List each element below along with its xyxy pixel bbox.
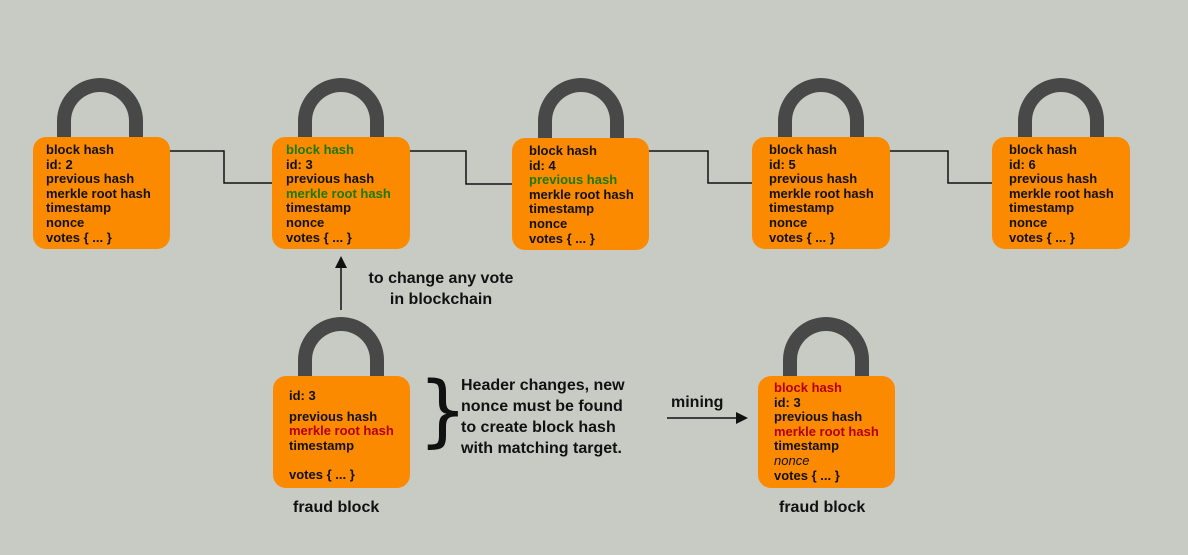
votes-label: votes { ... } xyxy=(1009,229,1075,245)
nonce-label: nonce xyxy=(46,214,85,230)
merkle-root-hash-label: merkle root hash xyxy=(286,185,391,201)
merkle-root-hash-label: merkle root hash xyxy=(774,423,879,439)
votes-label: votes { ... } xyxy=(529,230,595,246)
block-id: id: 3 xyxy=(774,394,801,410)
header-note-line-1: Header changes, new xyxy=(461,377,625,394)
lock-body: block hash id: 3 previous hash merkle ro… xyxy=(758,376,895,488)
timestamp-label: timestamp xyxy=(769,200,835,216)
timestamp-label: timestamp xyxy=(46,200,112,216)
block-id: id: 3 xyxy=(289,388,316,403)
block-id: id: 2 xyxy=(46,156,73,172)
nonce-label: nonce xyxy=(774,452,810,468)
previous-hash-label: previous hash xyxy=(286,171,375,187)
nonce-label: nonce xyxy=(1009,214,1048,230)
block-hash-label: block hash xyxy=(769,142,837,157)
timestamp-label: timestamp xyxy=(286,200,352,216)
previous-hash-label: previous hash xyxy=(1009,171,1098,187)
timestamp-label: timestamp xyxy=(529,201,595,217)
votes-label: votes { ... } xyxy=(286,229,352,245)
votes-label: votes { ... } xyxy=(774,467,840,483)
change-vote-line-1: to change any vote xyxy=(368,270,514,287)
block-id: id: 3 xyxy=(286,156,313,172)
previous-hash-label: previous hash xyxy=(774,409,863,425)
lock-body: id: 3 previous hash merkle root hash tim… xyxy=(273,376,410,488)
previous-hash-label: previous hash xyxy=(529,172,618,188)
change-vote-note: to change any vote in blockchain xyxy=(356,268,526,310)
block-id: id: 4 xyxy=(529,157,556,173)
merkle-root-hash-label: merkle root hash xyxy=(289,423,394,439)
block-hash-label: block hash xyxy=(46,142,114,157)
votes-label: votes { ... } xyxy=(46,229,112,245)
merkle-root-hash-label: merkle root hash xyxy=(529,186,634,202)
link-arrow-5-to-4 xyxy=(604,145,752,184)
lock-body: block hash id: 5 previous hash merkle ro… xyxy=(752,137,890,249)
lock-body: block hash id: 6 previous hash merkle ro… xyxy=(992,137,1130,249)
empty-nonce-slot xyxy=(289,453,410,468)
block-hash-label: block hash xyxy=(774,380,842,395)
header-note-line-2: nonce must be found xyxy=(461,398,623,415)
mining-label: mining xyxy=(671,394,724,411)
fraud-block-caption: fraud block xyxy=(293,499,380,516)
nonce-label: nonce xyxy=(769,214,808,230)
block-id: id: 5 xyxy=(769,156,796,172)
lock-body: block hash id: 3 previous hash merkle ro… xyxy=(272,137,410,249)
link-arrow-3-to-2 xyxy=(124,145,272,184)
link-arrow-6-to-5 xyxy=(846,145,992,184)
header-note-line-3: to create block hash xyxy=(461,419,616,436)
merkle-root-hash-label: merkle root hash xyxy=(769,185,874,201)
block-id: id: 6 xyxy=(1009,156,1036,172)
block-hash-label: block hash xyxy=(529,143,597,158)
votes-label: votes { ... } xyxy=(769,229,835,245)
previous-hash-label: previous hash xyxy=(46,171,135,187)
header-change-note: Header changes, new nonce must be found … xyxy=(461,375,625,459)
change-vote-line-2: in blockchain xyxy=(389,291,493,308)
header-note-line-4: with matching target. xyxy=(461,440,622,457)
link-arrow-4-to-3 xyxy=(362,145,512,185)
merkle-root-hash-label: merkle root hash xyxy=(1009,185,1114,201)
merkle-root-hash-label: merkle root hash xyxy=(46,185,151,201)
timestamp-label: timestamp xyxy=(289,437,355,453)
lock-body: block hash id: 4 previous hash merkle ro… xyxy=(512,138,649,250)
timestamp-label: timestamp xyxy=(1009,200,1075,216)
timestamp-label: timestamp xyxy=(774,438,840,454)
votes-label: votes { ... } xyxy=(289,466,355,482)
previous-hash-label: previous hash xyxy=(289,408,378,424)
curly-brace: } xyxy=(418,366,468,456)
previous-hash-label: previous hash xyxy=(769,171,858,187)
nonce-label: nonce xyxy=(529,215,568,231)
lock-body: block hash id: 2 previous hash merkle ro… xyxy=(33,137,170,249)
nonce-label: nonce xyxy=(286,214,325,230)
block-hash-label: block hash xyxy=(1009,142,1077,157)
mined-block-caption: fraud block xyxy=(779,499,866,516)
block-hash-label: block hash xyxy=(286,142,354,157)
